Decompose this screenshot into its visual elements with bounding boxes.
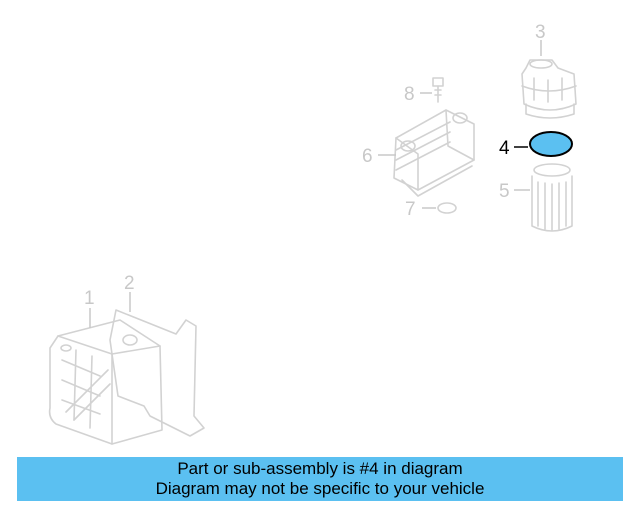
oil-filter-element [531, 163, 573, 232]
pan-gasket [109, 309, 205, 437]
callout-7: 7 [405, 199, 416, 220]
callout-6: 6 [362, 146, 373, 167]
callout-3: 3 [535, 22, 546, 43]
info-banner: Part or sub-assembly is #4 in diagram Di… [17, 457, 623, 501]
banner-line-1: Part or sub-assembly is #4 in diagram [177, 459, 463, 478]
o-ring-gasket[interactable] [529, 131, 573, 157]
callout-1: 1 [84, 288, 95, 309]
oil-cooler [393, 109, 475, 197]
callout-2: 2 [124, 273, 135, 294]
seal-ring [437, 202, 457, 214]
callout-4[interactable]: 4 [499, 138, 510, 159]
callout-5: 5 [499, 181, 510, 202]
bolt [432, 77, 444, 103]
filter-housing-cap [521, 59, 577, 119]
oil-pan-housing [48, 319, 163, 445]
banner-line-2: Diagram may not be specific to your vehi… [155, 479, 485, 498]
callout-8: 8 [404, 84, 415, 105]
